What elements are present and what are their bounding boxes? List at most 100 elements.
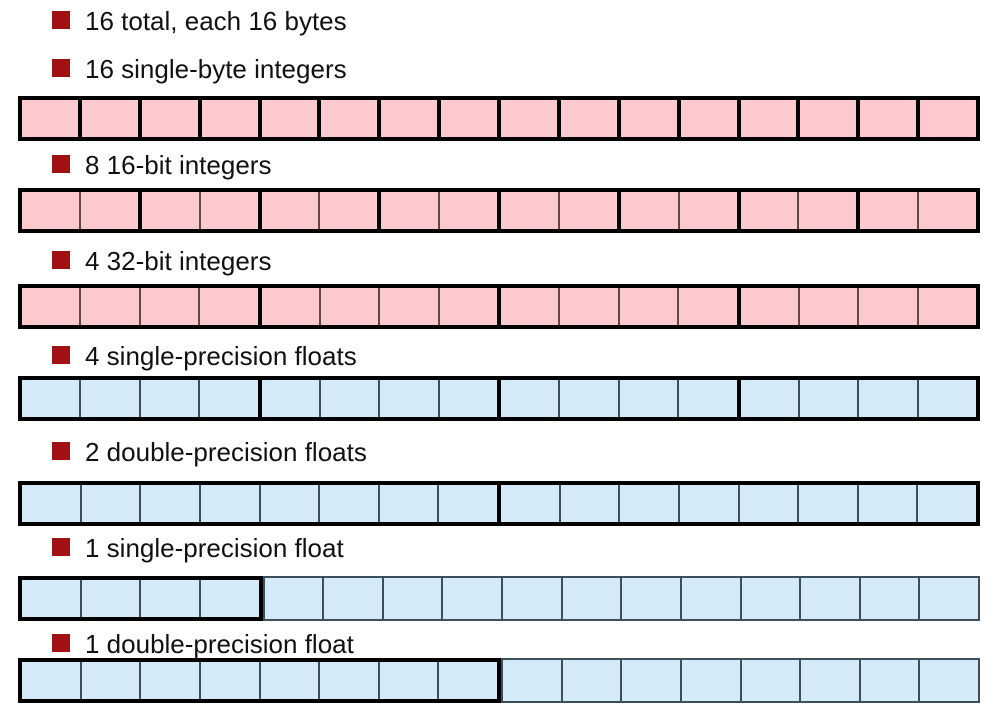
bullet-square-icon — [52, 442, 70, 460]
byte-cell — [681, 660, 742, 701]
byte-cell — [261, 100, 322, 137]
bullet-label: 1 double-precision float — [85, 629, 354, 659]
byte-cell — [81, 662, 142, 699]
bullet-line-2x8-double: 2 double-precision floats — [52, 437, 1000, 467]
bullet-line-4x4-int: 4 32-bit integers — [52, 246, 1000, 276]
byte-cell — [799, 288, 860, 325]
byte-cell — [261, 192, 321, 229]
byte-cell — [560, 100, 621, 137]
byte-cell — [918, 288, 976, 325]
byte-cell — [81, 100, 142, 137]
byte-cell — [562, 660, 623, 701]
byte-cell — [741, 660, 802, 701]
byte-cell — [560, 380, 620, 417]
byte-cell — [81, 485, 142, 522]
bullet-square-icon — [52, 634, 70, 652]
byte-cell — [501, 288, 561, 325]
byte-cell — [860, 192, 920, 229]
byte-cell — [324, 578, 384, 619]
byte-cell — [918, 485, 976, 522]
byte-cell — [439, 380, 501, 417]
byte-cell — [321, 100, 382, 137]
byte-cell — [679, 192, 741, 229]
byte-cell — [740, 288, 800, 325]
bullet-square-icon — [52, 346, 70, 364]
byte-cell — [501, 485, 561, 522]
byte-cell — [740, 100, 801, 137]
byte-cell — [81, 580, 142, 617]
byte-cell — [501, 380, 561, 417]
simd-register-slide: 16 total, each 16 bytes 16 single-byte i… — [0, 6, 1000, 722]
byte-cell — [439, 662, 497, 699]
byte-cell — [801, 578, 861, 619]
bullet-label: 1 single-precision float — [85, 533, 344, 563]
byte-cell — [140, 288, 201, 325]
byte-cell — [320, 485, 380, 522]
byte-cell — [918, 380, 976, 417]
bullet-label: 4 single-precision floats — [85, 341, 357, 371]
byte-cell — [379, 485, 440, 522]
byte-cell — [560, 288, 620, 325]
byte-cell — [501, 100, 561, 137]
byte-cell — [200, 192, 262, 229]
byte-cell — [22, 192, 81, 229]
byte-cell — [919, 192, 976, 229]
byte-cell — [381, 192, 441, 229]
bullet-square-icon — [52, 538, 70, 556]
byte-cell — [860, 100, 921, 137]
byte-cell — [859, 380, 919, 417]
bullet-label: 8 16-bit integers — [85, 150, 272, 180]
bullet-square-icon — [52, 155, 70, 173]
byte-cell — [441, 100, 501, 137]
byte-cell — [200, 485, 261, 522]
register-bar-4-single-floats — [18, 376, 980, 421]
byte-cell — [739, 485, 800, 522]
byte-cell — [799, 485, 859, 522]
byte-cell — [620, 485, 680, 522]
byte-cell — [320, 288, 381, 325]
byte-cell — [740, 380, 800, 417]
byte-cell — [379, 662, 440, 699]
byte-cell — [860, 578, 921, 619]
byte-cell — [619, 288, 680, 325]
byte-cell — [740, 192, 800, 229]
bullet-label: 16 total, each 16 bytes — [85, 6, 347, 36]
byte-cell — [200, 288, 262, 325]
byte-cell — [620, 100, 681, 137]
byte-cell — [799, 380, 860, 417]
byte-cell — [200, 580, 259, 617]
byte-cell — [680, 100, 741, 137]
byte-cell — [22, 288, 82, 325]
byte-cell — [801, 660, 861, 701]
bullet-line-1-double: 1 double-precision float — [52, 629, 1000, 659]
byte-cell — [22, 380, 82, 417]
byte-cell — [622, 578, 682, 619]
byte-cell — [381, 100, 442, 137]
byte-cell — [920, 100, 976, 137]
byte-cell — [920, 660, 978, 701]
byte-cell — [562, 578, 623, 619]
bullet-line-16x1: 16 single-byte integers — [52, 54, 1000, 84]
bullet-square-icon — [52, 59, 70, 77]
byte-cell — [22, 100, 82, 137]
byte-cell — [679, 288, 741, 325]
byte-cell — [503, 578, 563, 619]
register-bar-1-double-float — [18, 658, 980, 703]
byte-cell — [859, 288, 919, 325]
byte-cell — [559, 192, 621, 229]
register-bar-2-double-floats — [18, 481, 980, 526]
bullet-line-4x4-float: 4 single-precision floats — [52, 341, 1000, 371]
bullet-line-1-single: 1 single-precision float — [52, 533, 1000, 563]
register-bar-1-single-float — [18, 576, 980, 621]
byte-cell — [383, 578, 444, 619]
bullet-label: 2 double-precision floats — [85, 437, 367, 467]
bullet-line-title: 16 total, each 16 bytes — [52, 6, 1000, 36]
byte-cell — [439, 485, 501, 522]
byte-cell — [260, 662, 321, 699]
register-bar-16-byte-integers — [18, 96, 980, 141]
byte-cell — [201, 100, 262, 137]
byte-cell — [260, 485, 321, 522]
bullet-label: 16 single-byte integers — [85, 54, 347, 84]
unused-cells — [262, 576, 980, 621]
byte-cell — [800, 100, 861, 137]
